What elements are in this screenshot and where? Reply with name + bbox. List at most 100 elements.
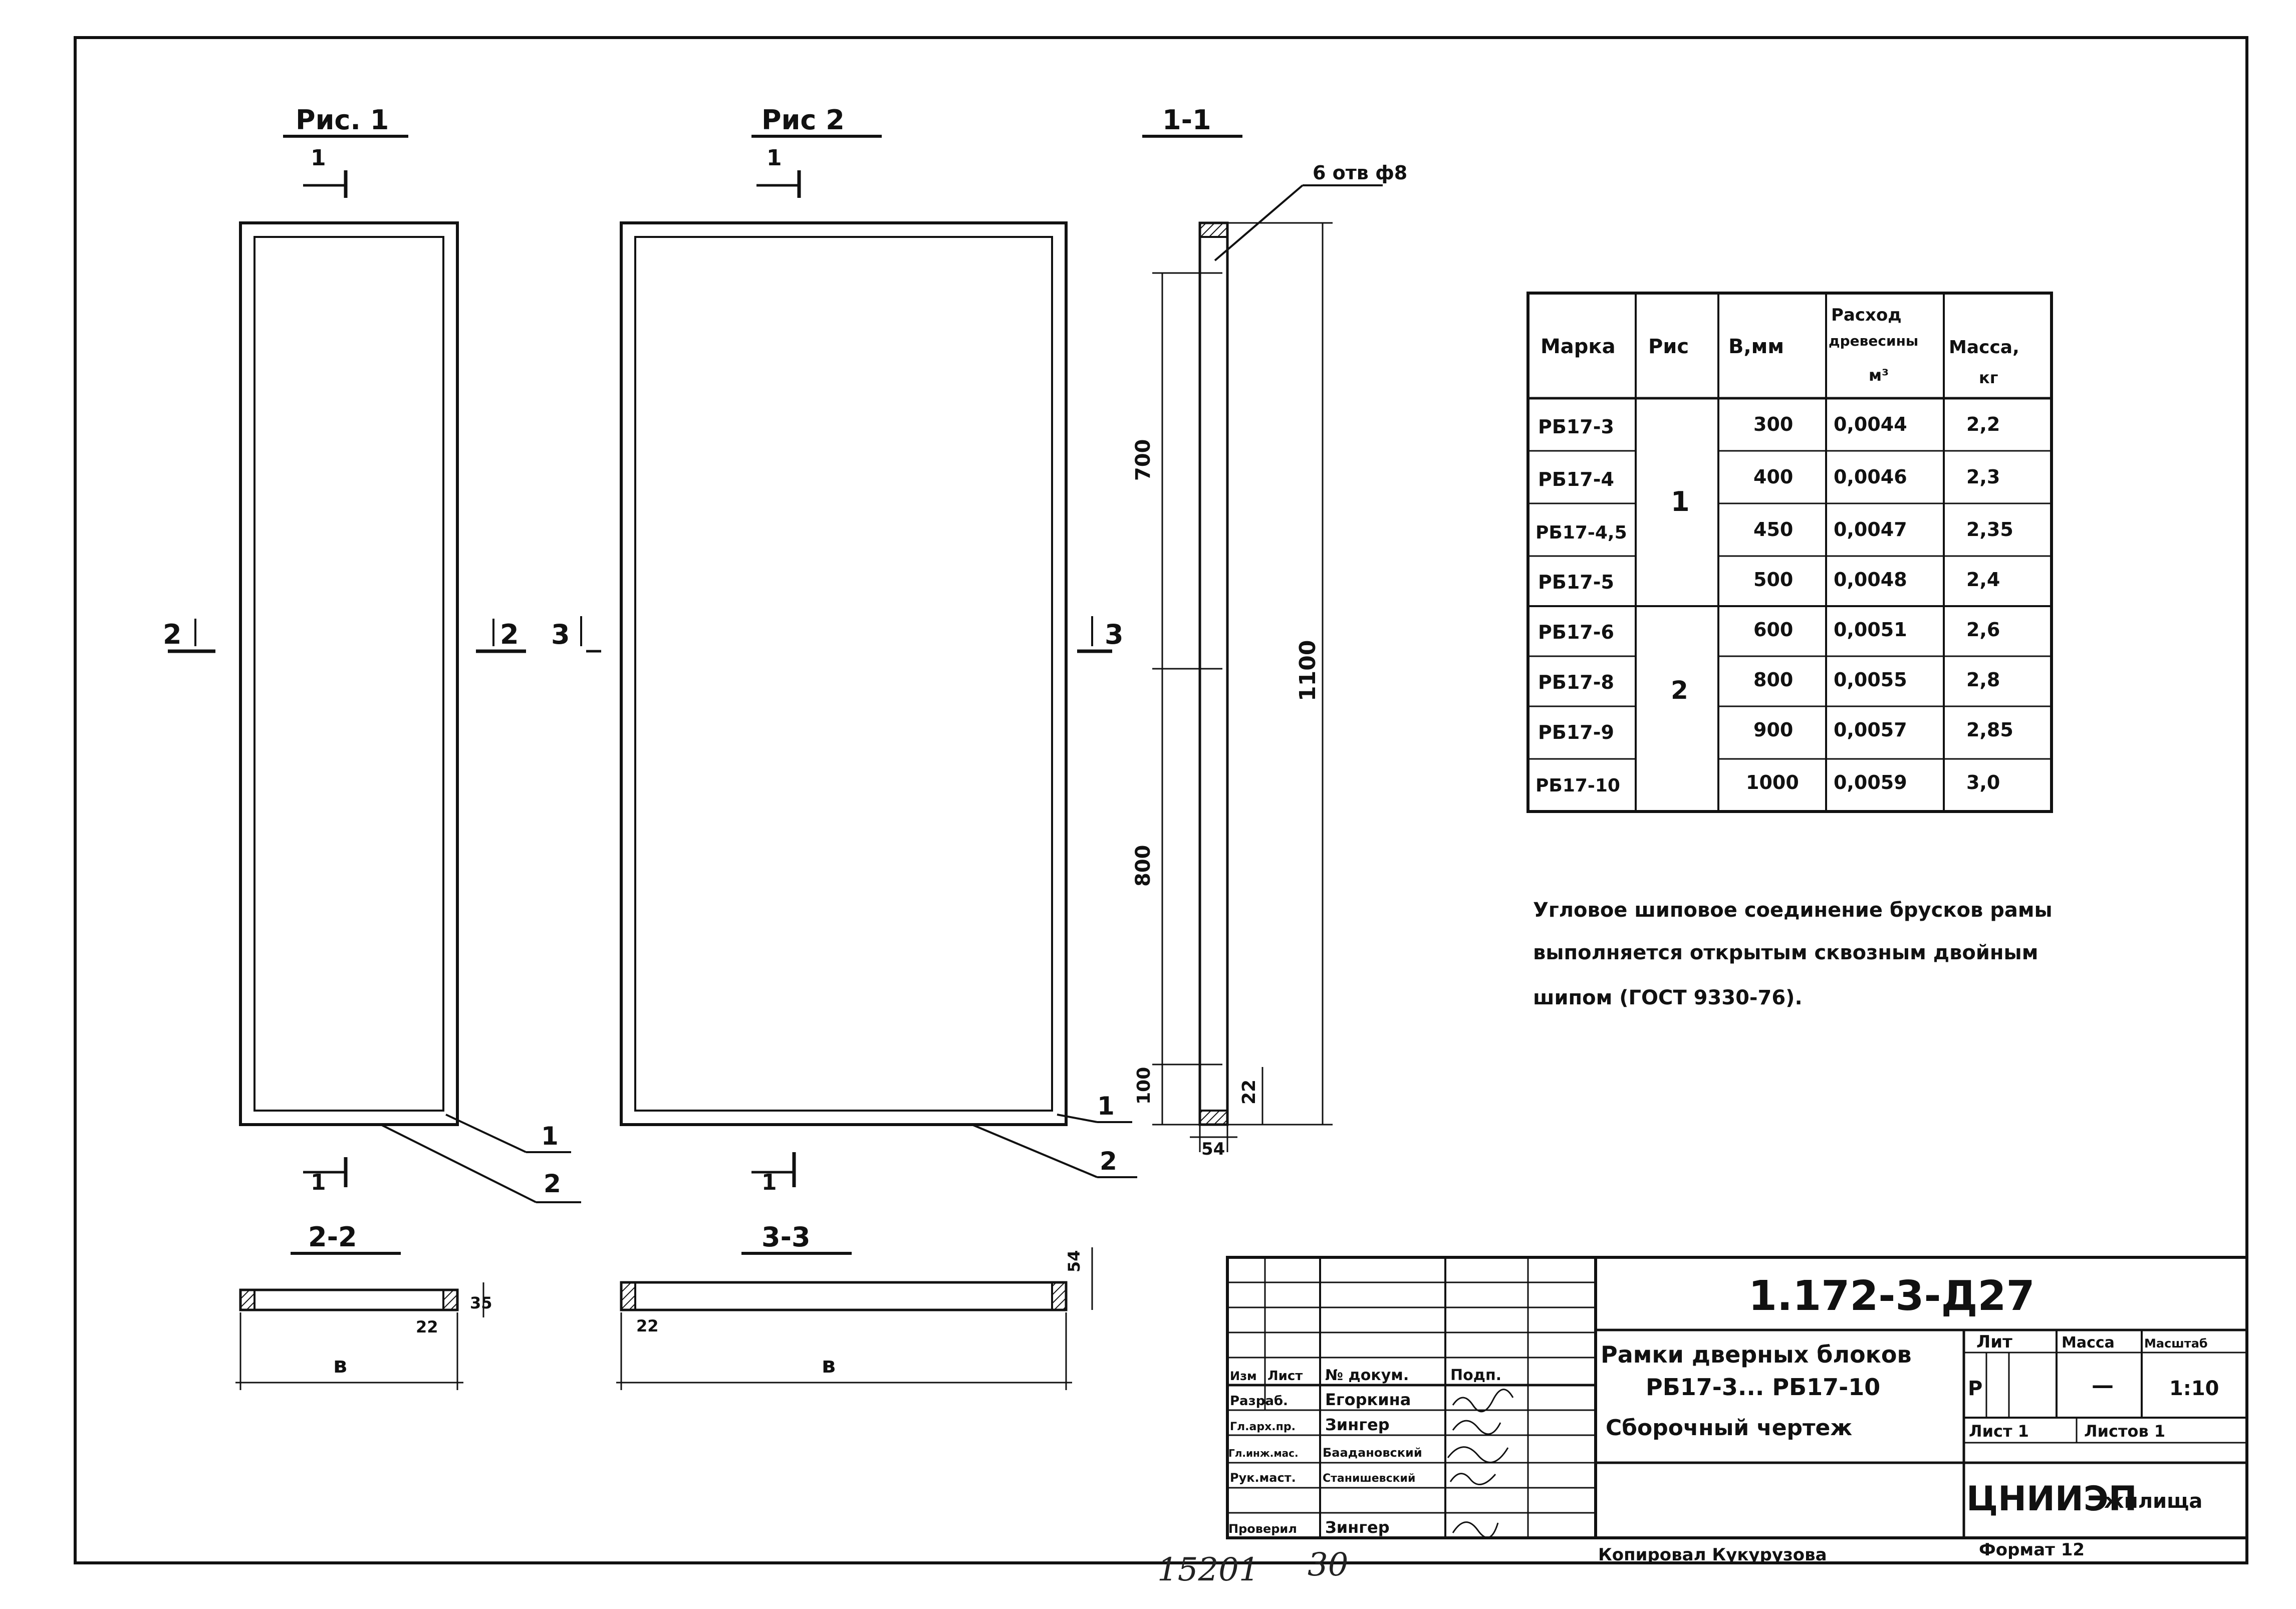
row-b: 450 [1753, 518, 1793, 541]
note-line-2: выполняется открытым сквозным двойным [1533, 941, 2038, 964]
mass-label: Масса [2062, 1334, 2115, 1352]
row-mark: РБ17-8 [1538, 671, 1614, 693]
scale-label: Масштаб [2144, 1336, 2208, 1351]
org-suffix: жилища [2104, 1490, 2202, 1513]
handwritten-page: 30 [1308, 1546, 1348, 1583]
row-b: 900 [1753, 719, 1793, 741]
col-sign: Подп. [1450, 1367, 1501, 1384]
frame-fig2-outer [620, 221, 1068, 1126]
header-volume-2: древесины [1829, 333, 1918, 349]
dim-22-section: 22 [1239, 1080, 1259, 1105]
staff-name: Баадановский [1323, 1446, 1422, 1460]
org-name: ЦНИИЭП [1966, 1479, 2137, 1519]
cut3-left-label: 3 [551, 619, 570, 650]
dim-b-3-3: в [822, 1353, 836, 1378]
header-mark: Марка [1541, 335, 1616, 358]
section-1-1: 1-1 6 отв ф8 700 800 100 1100 22 54 [1132, 104, 1407, 1159]
header-b: В,мм [1728, 335, 1784, 358]
signature-5 [1452, 1521, 1499, 1538]
signature-4 [1449, 1473, 1496, 1485]
row-mark: РБ17-5 [1538, 571, 1614, 593]
row-b: 500 [1753, 569, 1793, 591]
col-list: Лист [1267, 1369, 1303, 1384]
figure-2: Рис 2 1 3 3 1 1 2 [551, 104, 1137, 1195]
row-mark: РБ17-10 [1536, 775, 1620, 796]
row-mass: 3,0 [1966, 771, 2000, 793]
fig2-title: Рис 2 [761, 104, 845, 136]
sheet-label: Лист 1 [1969, 1422, 2029, 1441]
title-line-2: РБ17-3... РБ17-10 [1646, 1374, 1880, 1401]
row-b: 1000 [1746, 771, 1799, 793]
row-mass: 2,3 [1966, 466, 2000, 488]
sheets-label: Листов 1 [2084, 1422, 2165, 1441]
cut1-top-label: 1 [311, 145, 326, 171]
cut1-top-label-fig2: 1 [767, 145, 782, 171]
section-1-1-title: 1-1 [1162, 104, 1211, 136]
row-mark: РБ17-4,5 [1536, 522, 1627, 543]
table-row: РБ17-10 1000 0,0059 3,0 [1536, 771, 2000, 796]
row-volume: 0,0047 [1834, 518, 1907, 541]
dim-54-section: 54 [1201, 1139, 1225, 1159]
table-row: РБ17-5 500 0,0048 2,4 [1538, 569, 2000, 593]
row-volume: 0,0048 [1834, 569, 1907, 591]
signature-2 [1452, 1420, 1501, 1435]
row-mass: 2,35 [1966, 518, 2013, 541]
dim-b-2-2: в [333, 1353, 347, 1378]
header-mass-2: кг [1979, 368, 1998, 387]
lit-value: Р [1968, 1377, 1982, 1400]
title-line-3: Сборочный чертеж [1606, 1415, 1852, 1441]
section-1-1-profile [1198, 221, 1229, 1126]
sheet-border [74, 36, 2248, 1564]
row-mark: РБ17-4 [1538, 468, 1614, 490]
staff-name: Станишевский [1323, 1472, 1415, 1485]
row-mark: РБ17-6 [1538, 621, 1614, 643]
frame-fig2-inner [634, 236, 1053, 1112]
section-2-2-profile [239, 1288, 459, 1311]
table-row: РБ17-9 900 0,0057 2,85 [1538, 719, 2013, 743]
dim-100: 100 [1134, 1067, 1154, 1105]
cut1-bottom-label: 1 [311, 1170, 326, 1195]
section-3-3-title: 3-3 [761, 1221, 811, 1253]
specification-table: Марка Рис В,мм Расход древесины м³ Масса… [1526, 292, 2053, 813]
row-mark: РБ17-3 [1538, 416, 1614, 438]
row-b: 600 [1753, 619, 1793, 641]
section-3-3-profile [620, 1281, 1068, 1311]
note-line-3: шипом (ГОСТ 9330-76). [1533, 986, 1803, 1009]
copied-by: Копировал Кукурузова [1598, 1545, 1827, 1565]
dim-54-3-3: 54 [1065, 1250, 1084, 1272]
handwritten-number: 15201 [1157, 1551, 1259, 1588]
row-volume: 0,0057 [1834, 719, 1907, 741]
staff-name: Зингер [1325, 1415, 1390, 1434]
row-volume: 0,0059 [1834, 771, 1907, 793]
cut1-bottom-label-fig2: 1 [761, 1170, 777, 1195]
staff-role: Разраб. [1230, 1394, 1288, 1409]
dim-35-2-2: 35 [470, 1293, 492, 1312]
dim-22-2-2: 22 [416, 1317, 438, 1336]
fig-group-2: 2 [1671, 676, 1688, 705]
header-volume-3: м³ [1869, 366, 1889, 385]
callout-1-fig2: 1 [1097, 1092, 1115, 1121]
assembly-note: Угловое шиповое соединение брусков рамы … [1533, 899, 2053, 1009]
col-doc: № докум. [1325, 1367, 1409, 1384]
lit-label: Лит [1976, 1332, 2012, 1352]
row-volume: 0,0055 [1834, 669, 1907, 691]
signature-3 [1447, 1446, 1509, 1463]
signature-1 [1452, 1389, 1514, 1413]
dim-800: 800 [1132, 845, 1155, 887]
callout-2-fig2: 2 [1100, 1147, 1117, 1176]
frame-fig1-outer [239, 221, 459, 1126]
table-row: РБ17-4,5 450 0,0047 2,35 [1536, 518, 2013, 543]
row-mass: 2,8 [1966, 669, 2000, 691]
cut3-right-label: 3 [1105, 619, 1124, 650]
drawing-code: 1.172-3-Д27 [1748, 1272, 2035, 1320]
section-3-3: 3-3 в 22 54 [616, 1221, 1093, 1390]
fig-group-1: 1 [1671, 486, 1690, 517]
staff-role: Гл.инж.мас. [1228, 1447, 1299, 1459]
fig1-title: Рис. 1 [296, 104, 389, 136]
holes-note: 6 отв ф8 [1313, 162, 1407, 184]
title-block: 1.172-3-Д27 Рамки дверных блоков РБ17-3.… [1226, 1256, 2248, 1565]
scale-value: 1:10 [2169, 1377, 2219, 1400]
row-mass: 2,2 [1966, 413, 2000, 435]
cut2-right-label: 2 [500, 619, 519, 650]
